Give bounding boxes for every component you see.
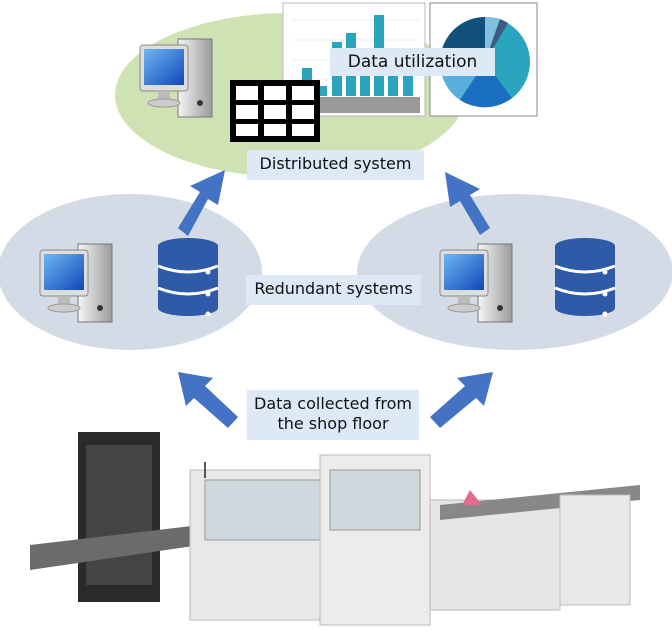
computer-icon-top (139, 38, 213, 118)
redundant-zone-left (0, 194, 262, 350)
arrow-left-up (178, 170, 225, 236)
label-distributed-system: Distributed system (247, 150, 424, 180)
label-data-collected: Data collected from the shop floor (247, 390, 419, 440)
redundant-zone-right (357, 194, 672, 350)
database-icon-left (156, 236, 220, 318)
arrow-bottom-left (178, 372, 238, 428)
database-icon-right (553, 236, 617, 318)
arrow-bottom-right (430, 372, 493, 428)
arrow-right-up (445, 172, 490, 235)
computer-icon-right (439, 243, 513, 323)
label-redundant-systems: Redundant systems (246, 275, 421, 305)
factory-line-icon (30, 432, 640, 626)
arrows (178, 170, 493, 428)
table-icon (230, 80, 320, 142)
computer-icon-left (39, 243, 113, 323)
label-data-utilization: Data utilization (330, 48, 495, 76)
